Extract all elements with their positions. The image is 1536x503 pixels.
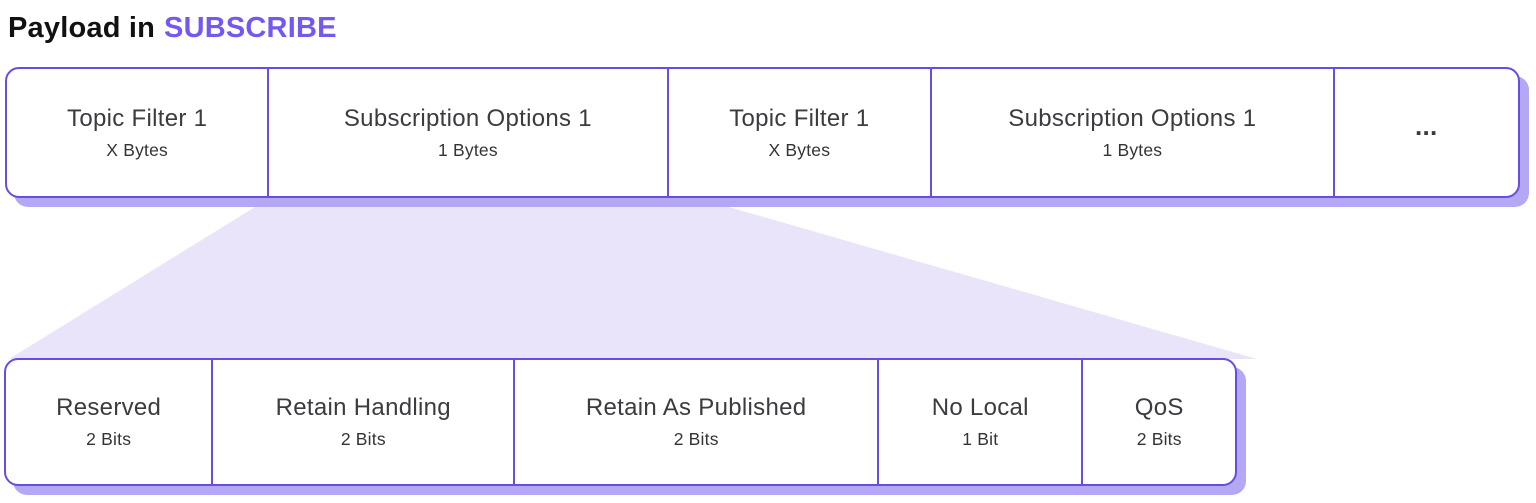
field-size: 2 Bits — [1136, 429, 1182, 449]
field-ellipsis: ... — [1335, 69, 1518, 196]
bit-field-retain-as-published: Retain As Published 2 Bits — [515, 360, 880, 484]
field-label: Reserved — [56, 394, 162, 421]
page-title-prefix: Payload in — [8, 12, 156, 44]
field-size: X Bytes — [768, 139, 831, 160]
bit-field-no-local: No Local 1 Bit — [879, 360, 1084, 484]
bit-field-reserved: Reserved 2 Bits — [6, 360, 214, 484]
field-label: Topic Filter 1 — [67, 104, 208, 132]
bit-field-qos: QoS 2 Bits — [1083, 360, 1235, 484]
bit-field-retain-handling: Retain Handling 2 Bits — [213, 360, 516, 484]
field-size: 2 Bits — [673, 429, 719, 449]
field-subscription-options-2: Subscription Options 1 1 Bytes — [932, 69, 1335, 196]
subscription-options-bits-row: Reserved 2 Bits Retain Handling 2 Bits R… — [4, 358, 1237, 486]
payload-fields-row: Topic Filter 1 X Bytes Subscription Opti… — [5, 67, 1520, 198]
field-label: No Local — [931, 394, 1029, 421]
field-size: X Bytes — [106, 139, 168, 160]
field-label: Topic Filter 1 — [729, 104, 870, 132]
field-topic-filter-2: Topic Filter 1 X Bytes — [669, 69, 933, 196]
page-title-highlight: SUBSCRIBE — [164, 12, 337, 44]
field-size: 2 Bits — [340, 429, 386, 449]
field-label: Subscription Options 1 — [343, 104, 592, 132]
field-label: Retain Handling — [275, 394, 451, 421]
ellipsis-label: ... — [1414, 111, 1438, 141]
field-size: 1 Bit — [962, 429, 999, 449]
field-size: 2 Bits — [86, 429, 132, 449]
field-label: Retain As Published — [585, 394, 807, 421]
trapezoid-shape — [9, 199, 1257, 359]
field-size: 1 Bytes — [438, 139, 498, 160]
field-subscription-options-1: Subscription Options 1 1 Bytes — [269, 69, 669, 196]
field-topic-filter-1: Topic Filter 1 X Bytes — [7, 69, 270, 196]
field-label: Subscription Options 1 — [1008, 104, 1257, 132]
field-size: 1 Bytes — [1102, 139, 1163, 160]
field-label: QoS — [1134, 394, 1184, 421]
